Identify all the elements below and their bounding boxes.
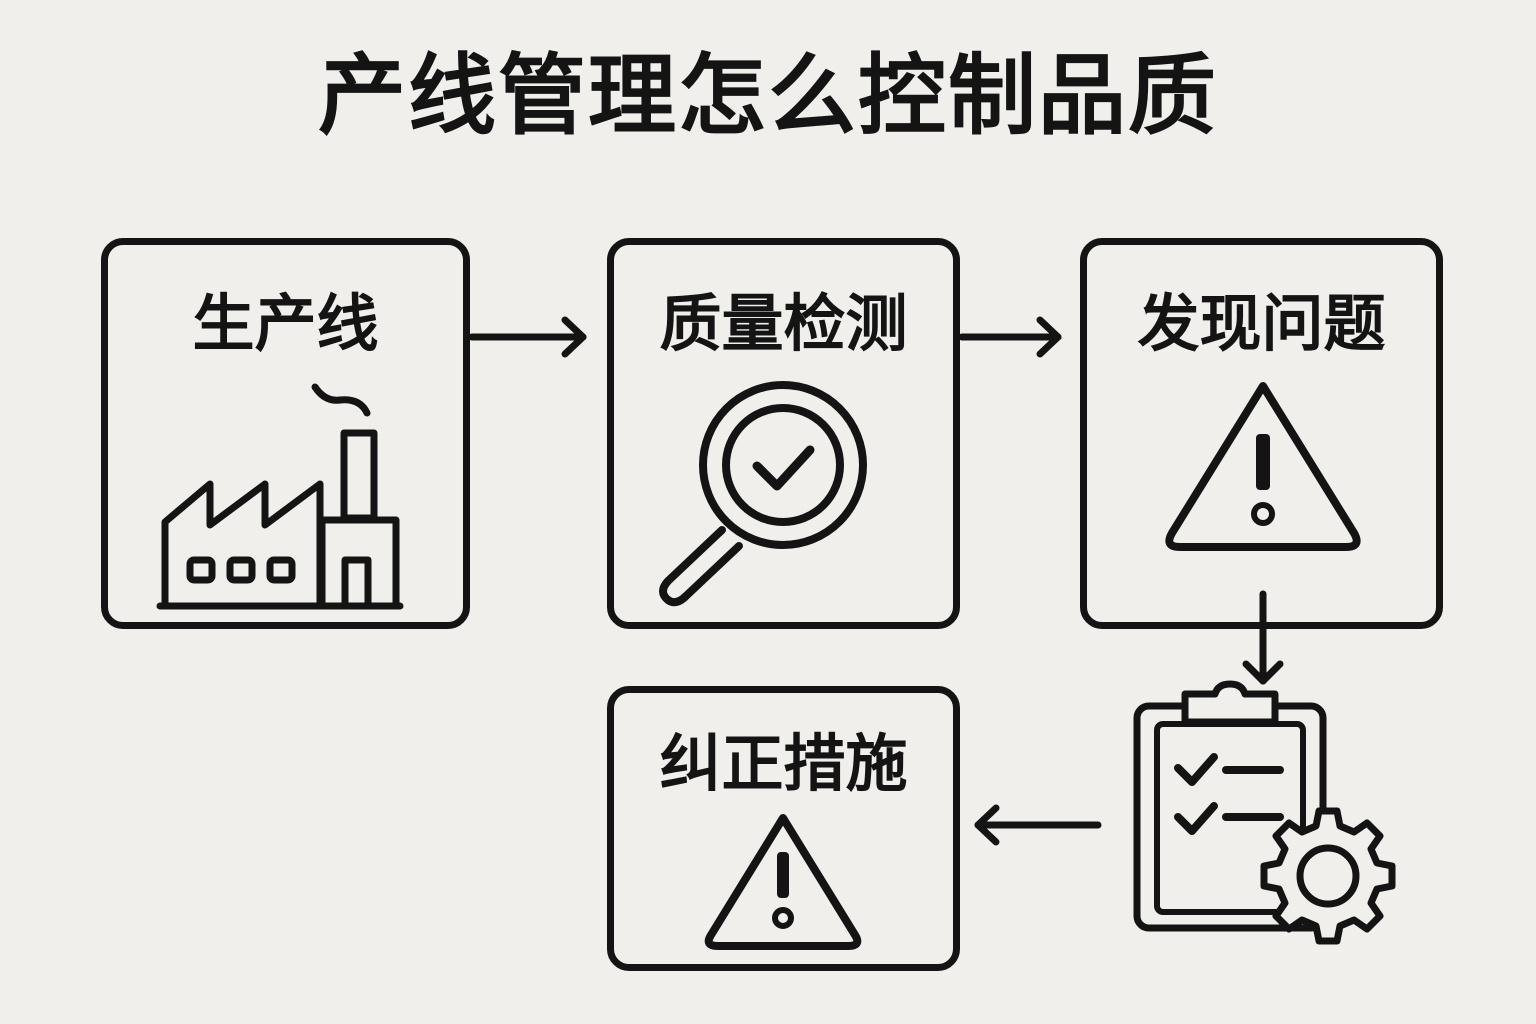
step-label: 生产线 (192, 287, 379, 360)
step-label: 质量检测 (659, 287, 908, 360)
page-title: 产线管理怎么控制品质 (317, 44, 1218, 147)
step-label: 纠正措施 (659, 727, 908, 800)
step-quality-inspection: 质量检测 (607, 238, 960, 629)
step-label: 发现问题 (1137, 287, 1386, 360)
